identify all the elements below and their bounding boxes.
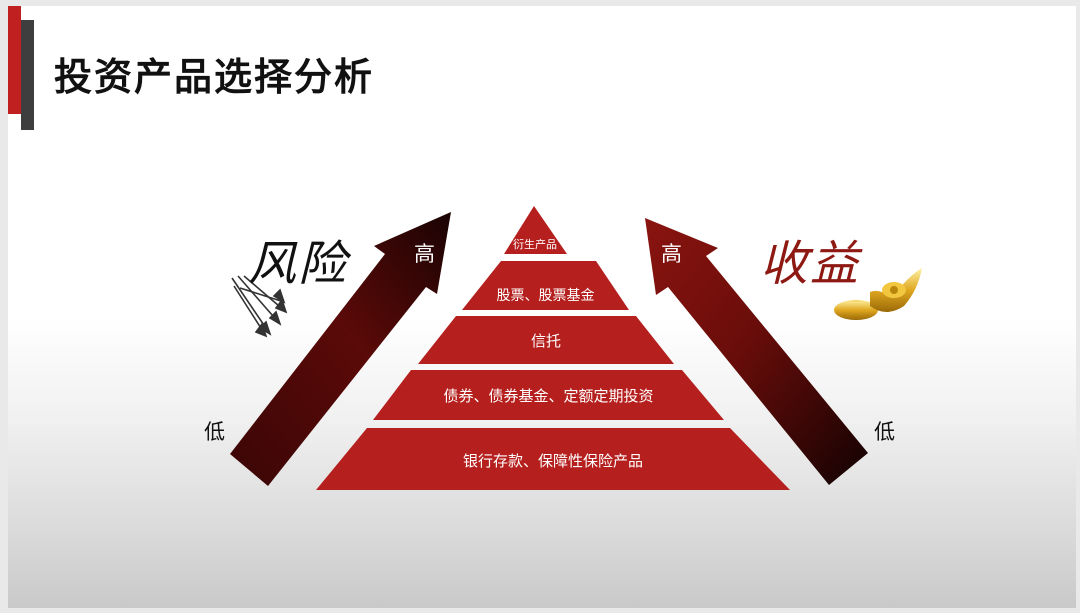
risk-high-label: 高 (414, 242, 435, 266)
accent-bar-gray (21, 20, 34, 130)
pyramid-label-3: 信托 (530, 332, 561, 350)
slide: 投资产品选择分析 (8, 6, 1076, 608)
risk-low-label: 低 (204, 420, 225, 444)
pyramid-label-5: 银行存款、保障性保险产品 (462, 452, 643, 470)
gold-ingot-icon (834, 268, 922, 320)
pyramid-tier-2 (462, 261, 629, 310)
pyramid-label-2: 股票、股票基金 (496, 288, 595, 304)
diagram-canvas (230, 206, 922, 490)
page-title: 投资产品选择分析 (54, 55, 375, 99)
pyramid-tier-3 (418, 316, 674, 364)
return-arrow (645, 218, 868, 485)
risk-arrow (230, 212, 451, 486)
accent-bar-red (8, 6, 21, 114)
pyramid-label-1: 衍生产品 (513, 238, 557, 251)
pyramid-label-4: 债券、债券基金、定额定期投资 (443, 387, 654, 405)
pyramid-tier-1 (504, 206, 567, 254)
arrows-icon (231, 275, 288, 338)
return-label: 收益 (760, 236, 861, 292)
pyramid-tier-4 (373, 370, 724, 420)
pyramid-tier-5 (316, 428, 790, 490)
risk-label: 风险 (248, 236, 349, 292)
return-low-label: 低 (874, 420, 895, 444)
return-high-label: 高 (661, 242, 682, 266)
